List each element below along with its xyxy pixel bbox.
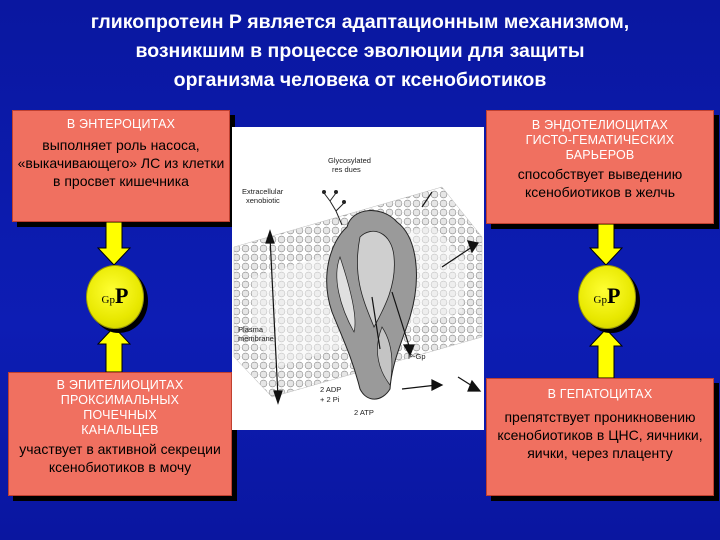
pgp-label: P-Gp xyxy=(408,352,426,361)
p-label-right: P xyxy=(607,283,621,308)
slide-title: гликопротеин Р является адаптационным ме… xyxy=(0,8,720,95)
arrow-up-right-icon xyxy=(589,328,623,378)
hepatocytes-text: препятствует проникновению ксенобиотиков… xyxy=(497,409,703,461)
residues-label: res dues xyxy=(332,165,361,174)
arrow-down-right-icon xyxy=(589,224,623,266)
gp-label-left: Gp xyxy=(101,294,115,306)
plasma-label: Plasma xyxy=(238,325,264,334)
renal-epithelium-box: В ЭПИТЕЛИОЦИТАХ ПРОКСИМАЛЬНЫХ ПОЧЕЧНЫХ К… xyxy=(8,372,232,496)
enterocytes-text: выполняет роль насоса, «выкачивающего» Л… xyxy=(17,137,225,189)
title-line-2: возникшим в процессе эволюции для защиты xyxy=(135,40,585,62)
pgp-structure-illustration: Glycosylated res dues Extracellular xeno… xyxy=(233,156,483,417)
extracellular-label: Extracellular xyxy=(242,187,284,196)
renal-epithelium-text: участвует в активной секреции ксенобиоти… xyxy=(19,441,221,475)
atp-label: 2 ATP xyxy=(354,408,374,417)
adp-label: 2 ADP xyxy=(320,385,341,394)
arrow-down-left-icon xyxy=(97,222,131,266)
xenobiotic-label: xenobiotic xyxy=(246,196,280,205)
endotheliocytes-text: способствует выведению ксенобиотиков в ж… xyxy=(517,166,683,200)
endotheliocytes-caption: В ЭНДОТЕЛИОЦИТАХ ГИСТО-ГЕМАТИЧЕСКИХ БАРЬ… xyxy=(525,118,675,162)
pgp-circle-left: GpP xyxy=(86,265,144,329)
gp-label-right: Gp xyxy=(593,294,607,306)
hepatocytes-box: В ГЕПАТОЦИТАХ препятствует проникновению… xyxy=(486,378,714,496)
pi-label: + 2 Pi xyxy=(320,395,340,404)
title-line-3: организма человека от ксенобиотиков xyxy=(173,69,547,91)
hepatocytes-caption: В ГЕПАТОЦИТАХ xyxy=(547,387,653,401)
endotheliocytes-box: В ЭНДОТЕЛИОЦИТАХ ГИСТО-ГЕМАТИЧЕСКИХ БАРЬ… xyxy=(486,110,714,224)
glycosylated-label: Glycosylated xyxy=(328,156,371,165)
pgp-membrane-diagram: Glycosylated res dues Extracellular xeno… xyxy=(232,127,484,430)
enterocytes-box: В ЭНТЕРОЦИТАХ выполняет роль насоса, «вы… xyxy=(12,110,230,222)
p-label-left: P xyxy=(115,283,129,308)
arrow-up-left-icon xyxy=(97,326,131,372)
title-line-1: гликопротеин Р является адаптационным ме… xyxy=(90,11,630,33)
membrane-label: membrane xyxy=(238,334,274,343)
enterocytes-caption: В ЭНТЕРОЦИТАХ xyxy=(66,117,176,131)
renal-epithelium-caption: В ЭПИТЕЛИОЦИТАХ ПРОКСИМАЛЬНЫХ ПОЧЕЧНЫХ К… xyxy=(56,378,184,437)
pgp-circle-right: GpP xyxy=(578,265,636,329)
